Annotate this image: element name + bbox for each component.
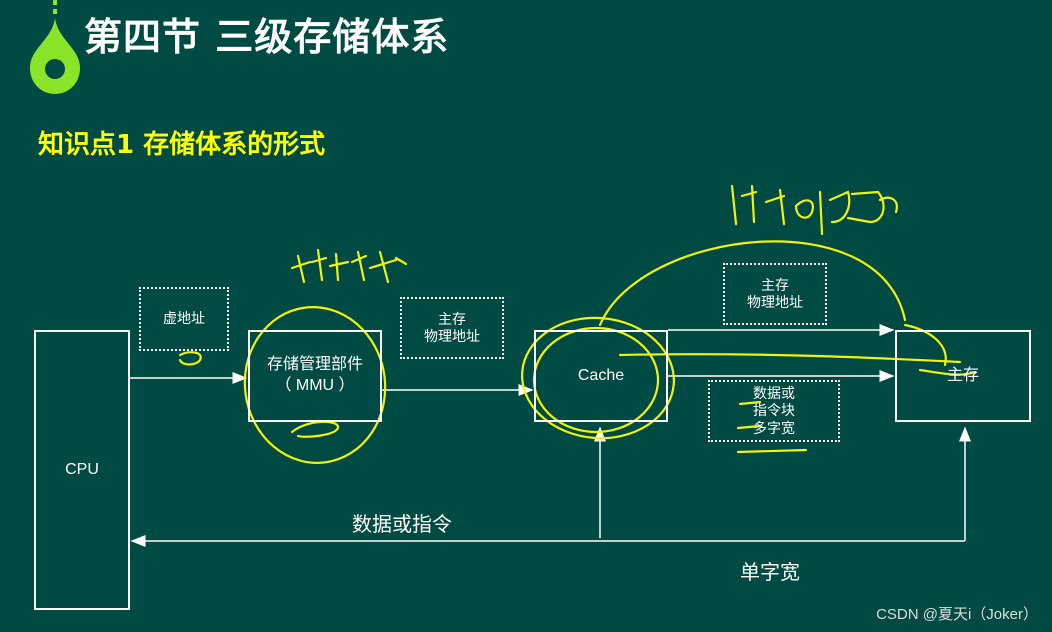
main-memory-label: 主存 (946, 366, 979, 384)
virtual-address-label: 虚地址 (163, 310, 205, 327)
page-title: 第四节 三级存储体系 (84, 15, 450, 59)
main-memory-box: 主存 (895, 330, 1031, 422)
physical-address-2-line2: 物理地址 (747, 294, 803, 310)
cache-label: Cache (577, 366, 625, 384)
block-transfer-box: 数据或 指令块 多字宽 (708, 380, 840, 442)
mmu-box: 存储管理部件 （ MMU ） (248, 330, 382, 422)
physical-address-2-line1: 主存 (761, 276, 789, 293)
handwritten-annotations (178, 184, 977, 464)
virtual-address-box: 虚地址 (139, 287, 229, 351)
single-word-label: 单字宽 (740, 562, 800, 584)
section-subtitle: 知识点1 存储体系的形式 (38, 130, 326, 160)
block-line3: 多字宽 (753, 419, 795, 436)
cpu-label: CPU (65, 460, 99, 478)
physical-address-box-2: 主存 物理地址 (723, 263, 827, 325)
block-line1: 数据或 (753, 384, 795, 401)
physical-address-box-1: 主存 物理地址 (400, 297, 504, 359)
cache-box: Cache (534, 330, 668, 422)
pin-icon (30, 18, 80, 94)
data-or-instruction-label: 数据或指令 (352, 514, 452, 536)
block-line2: 指令块 (753, 402, 795, 419)
mmu-label-line2: （ MMU ） (275, 377, 355, 394)
watermark: CSDN @夏天i（Joker） (876, 606, 1038, 623)
physical-address-1-line1: 主存 (438, 310, 466, 327)
cpu-box: CPU (34, 330, 130, 610)
mmu-label-line1: 存储管理部件 (266, 356, 363, 374)
physical-address-1-line2: 物理地址 (424, 328, 480, 344)
